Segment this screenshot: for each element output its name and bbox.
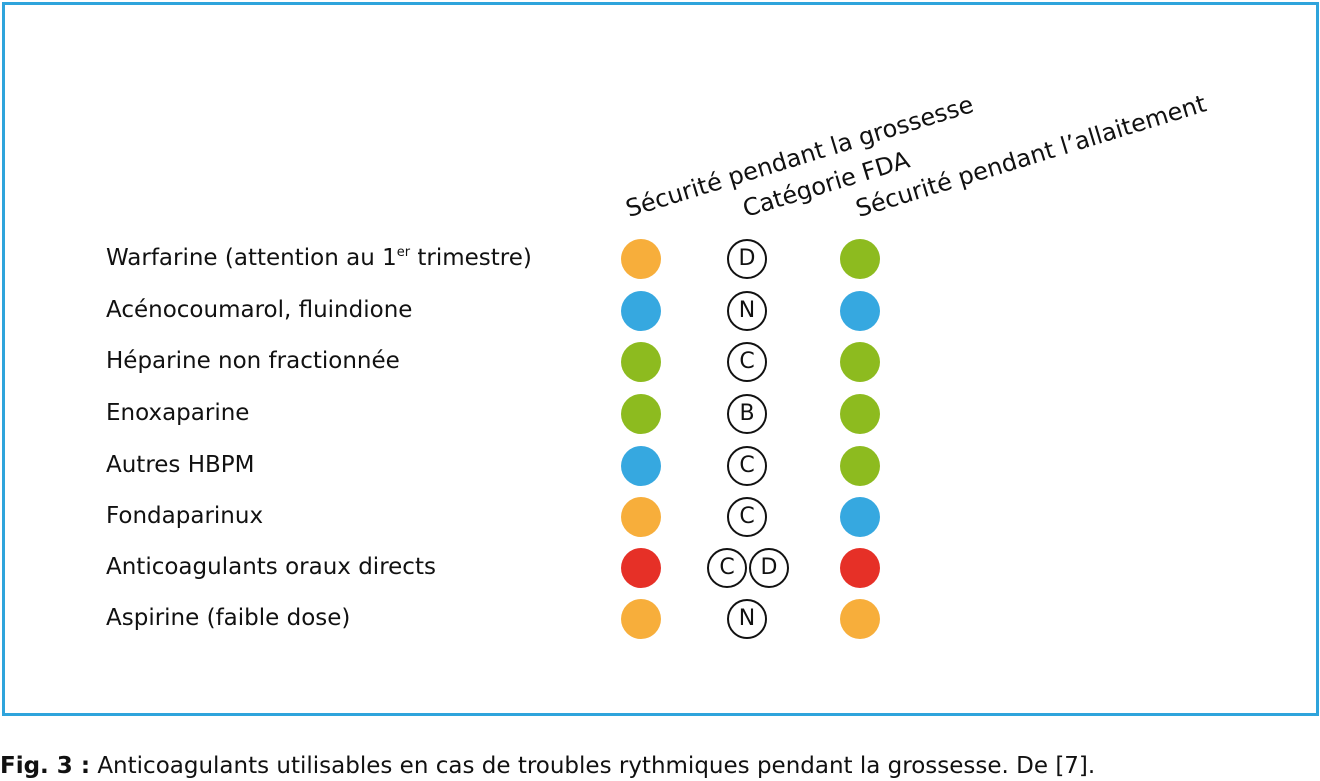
table-row: Fondaparinux C [5, 497, 1320, 545]
fda-category-badge: C [727, 497, 767, 537]
fda-category-badge: N [727, 291, 767, 331]
fda-category-badge: N [727, 599, 767, 639]
drug-name: Héparine non fractionnée [106, 346, 400, 376]
pregnancy-safety-dot [621, 446, 661, 486]
lactation-safety-dot [840, 599, 880, 639]
table-row: Aspirine (faible dose) N [5, 599, 1320, 647]
drug-name-text: Aspirine (faible dose) [106, 605, 351, 631]
drug-name-superscript: er [396, 245, 411, 260]
pregnancy-safety-dot [621, 548, 661, 588]
pregnancy-safety-dot [621, 342, 661, 382]
drug-name-text: Enoxaparine [106, 400, 250, 426]
drug-name-suffix: trimestre) [410, 245, 532, 271]
table-row: Héparine non fractionnée C [5, 342, 1320, 390]
drug-name-text: Héparine non fractionnée [106, 348, 400, 374]
drug-name-text: Warfarine (attention au 1 [106, 245, 397, 271]
pregnancy-safety-dot [621, 239, 661, 279]
drug-name-text: Anticoagulants oraux directs [106, 554, 436, 580]
fda-category-badge: D [727, 239, 767, 279]
pregnancy-safety-dot [621, 497, 661, 537]
drug-name: Fondaparinux [106, 501, 263, 531]
fda-category-badge: D [749, 548, 789, 588]
drug-name-text: Acénocoumarol, fluindione [106, 297, 413, 323]
fda-category: C [727, 342, 767, 382]
pregnancy-safety-dot [621, 291, 661, 331]
fda-category: D [727, 239, 767, 279]
fda-category-badge: C [707, 548, 747, 588]
lactation-safety-dot [840, 239, 880, 279]
drug-name: Acénocoumarol, fluindione [106, 295, 412, 325]
fda-category: C [727, 446, 767, 486]
fda-category: N [727, 599, 767, 639]
drug-name: Warfarine (attention au 1er trimestre) [106, 243, 532, 273]
fda-category: B [727, 394, 767, 434]
fda-category-badge: C [727, 342, 767, 382]
drug-name: Anticoagulants oraux directs [106, 552, 436, 582]
drug-name-text: Autres HBPM [106, 452, 255, 478]
caption-figure-number: Fig. 3 : [0, 753, 91, 779]
drug-name-text: Fondaparinux [106, 503, 264, 529]
drug-name: Autres HBPM [106, 450, 255, 480]
table-row: Autres HBPM C [5, 446, 1320, 494]
table-row: Warfarine (attention au 1er trimestre) D [5, 239, 1320, 287]
fda-category: C [727, 497, 767, 537]
figure-frame: Sécurité pendant la grossesse Catégorie … [2, 2, 1319, 716]
figure-caption: Fig. 3 : Anticoagulants utilisables en c… [0, 751, 1095, 781]
lactation-safety-dot [840, 548, 880, 588]
drug-name: Enoxaparine [106, 398, 249, 428]
fda-category-badge: B [727, 394, 767, 434]
lactation-safety-dot [840, 394, 880, 434]
lactation-safety-dot [840, 446, 880, 486]
caption-text: Anticoagulants utilisables en cas de tro… [90, 753, 1096, 779]
table-row: Acénocoumarol, fluindione N [5, 291, 1320, 339]
fda-category: N [727, 291, 767, 331]
pregnancy-safety-dot [621, 394, 661, 434]
fda-category-badge: C [727, 446, 767, 486]
table-row: Enoxaparine B [5, 394, 1320, 442]
lactation-safety-dot [840, 342, 880, 382]
drug-name: Aspirine (faible dose) [106, 603, 350, 633]
lactation-safety-dot [840, 291, 880, 331]
lactation-safety-dot [840, 497, 880, 537]
pregnancy-safety-dot [621, 599, 661, 639]
